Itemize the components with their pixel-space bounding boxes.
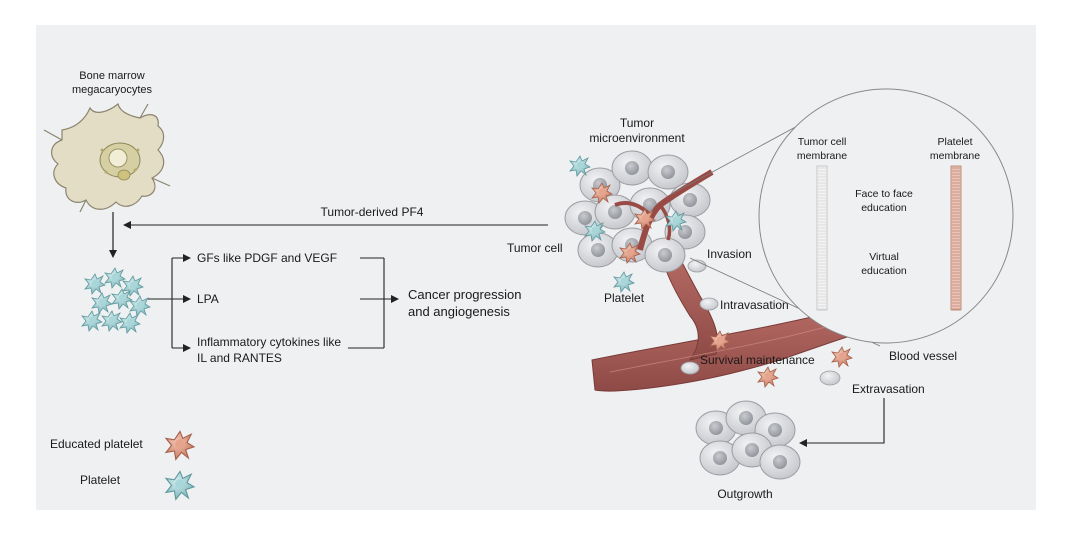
- invasion-label: Invasion: [707, 247, 752, 261]
- pf4-label: Tumor-derived PF4: [321, 205, 424, 219]
- platelet-cluster-icon: [81, 267, 151, 334]
- platelet-near-tumor-icon: [613, 271, 635, 293]
- cancer-label-2: and angiogenesis: [408, 304, 510, 319]
- tumor-membrane-icon: [816, 165, 828, 311]
- face-education-label-2: education: [861, 202, 907, 214]
- cytokines-label-1: Inflammatory cytokines like: [197, 335, 341, 349]
- legend-educated-label: Educated platelet: [50, 437, 143, 451]
- outgrowth-label: Outgrowth: [717, 487, 772, 501]
- outgrowth-tumor-icon: [695, 400, 801, 480]
- gfs-label: GFs like PDGF and VEGF: [197, 251, 337, 265]
- bone-marrow-label-1: Bone marrow: [79, 70, 144, 82]
- intravasation-label: Intravasation: [720, 298, 789, 312]
- platelet-membrane-icon: [950, 165, 962, 311]
- tumor-cell-label: Tumor cell: [507, 241, 563, 255]
- tumor-membrane-label-2: membrane: [797, 150, 847, 162]
- survival-label: Survival maintenance: [700, 353, 815, 367]
- platelet-membrane-label-2: membrane: [930, 150, 980, 162]
- bone-marrow-label-2: megacaryocytes: [72, 84, 153, 96]
- extravasation-arrow: [799, 398, 885, 447]
- legend-platelet-icon: [165, 470, 195, 501]
- legend-platelet-label: Platelet: [80, 473, 121, 487]
- zoom-circle: [758, 88, 1014, 344]
- platelet-membrane-label-1: Platelet: [937, 136, 972, 148]
- tumor-micro-label-2: microenvironment: [589, 131, 685, 145]
- lpa-label: LPA: [197, 292, 219, 306]
- face-education-label-1: Face to face: [855, 188, 913, 200]
- extravasation-label: Extravasation: [852, 382, 925, 396]
- platelet-tumor-label: Platelet: [604, 291, 645, 305]
- megakaryocyte-icon: [43, 102, 171, 213]
- virtual-education-label-2: education: [861, 265, 907, 277]
- cytokines-label-2: IL and RANTES: [197, 351, 282, 365]
- cancer-label-1: Cancer progression: [408, 287, 521, 302]
- virtual-education-label-1: Virtual: [869, 251, 899, 263]
- tumor-micro-label-1: Tumor: [620, 116, 654, 130]
- tumor-mass-icon: [564, 150, 714, 273]
- output-arrows: [148, 254, 399, 352]
- blood-vessel-label: Blood vessel: [889, 349, 957, 363]
- legend-educated-platelet-icon: [165, 430, 195, 461]
- tumor-membrane-label-1: Tumor cell: [798, 136, 847, 148]
